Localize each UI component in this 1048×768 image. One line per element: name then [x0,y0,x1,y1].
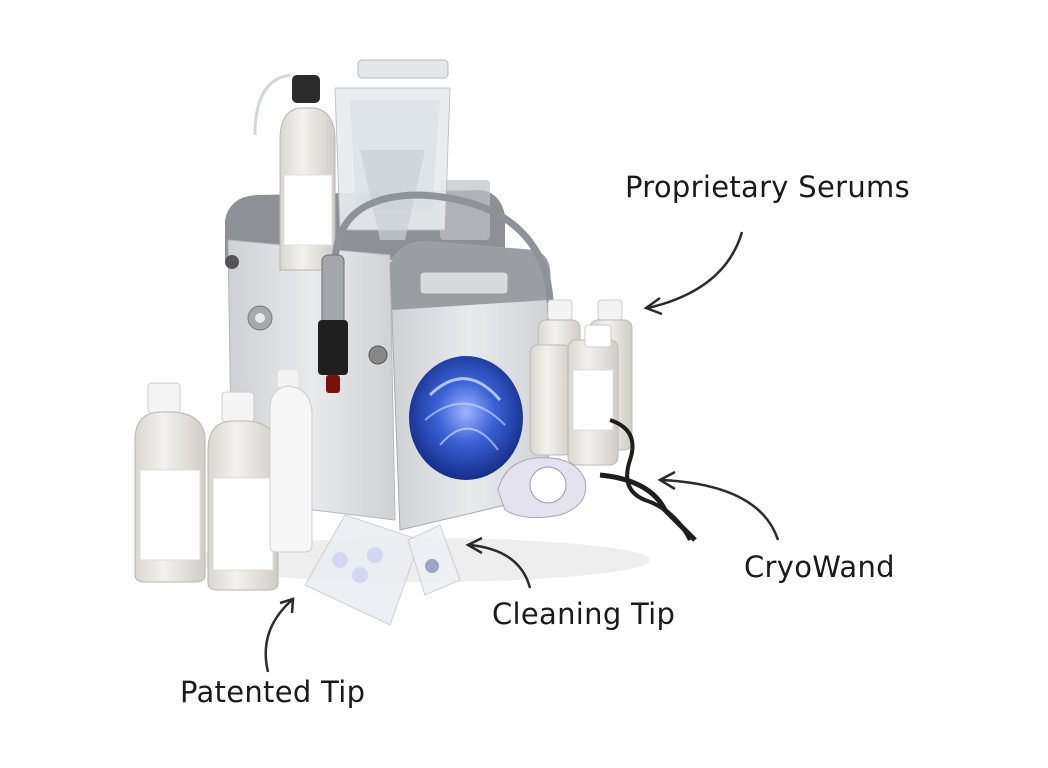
cleaning-tip-bag [407,524,461,596]
cryowand [497,418,697,542]
label-patented-tip: Patented Tip [180,675,366,709]
label-cleaning-tip: Cleaning Tip [492,597,676,631]
label-cryowand: CryoWand [744,550,895,584]
left-serum-bottles [134,370,313,591]
aqua-boost-logo-disc [409,356,523,480]
arrow-cryowand [657,470,780,541]
proprietary-serum-bottles [529,299,633,466]
arrow-patented-tip [264,597,295,673]
arrow-cleaning-tip [465,536,532,589]
top-serum-bottle [279,75,336,271]
patented-tips-bag [304,514,421,626]
arrow-proprietary-serums [643,231,744,316]
label-proprietary-serums: Proprietary Serums [625,170,910,204]
